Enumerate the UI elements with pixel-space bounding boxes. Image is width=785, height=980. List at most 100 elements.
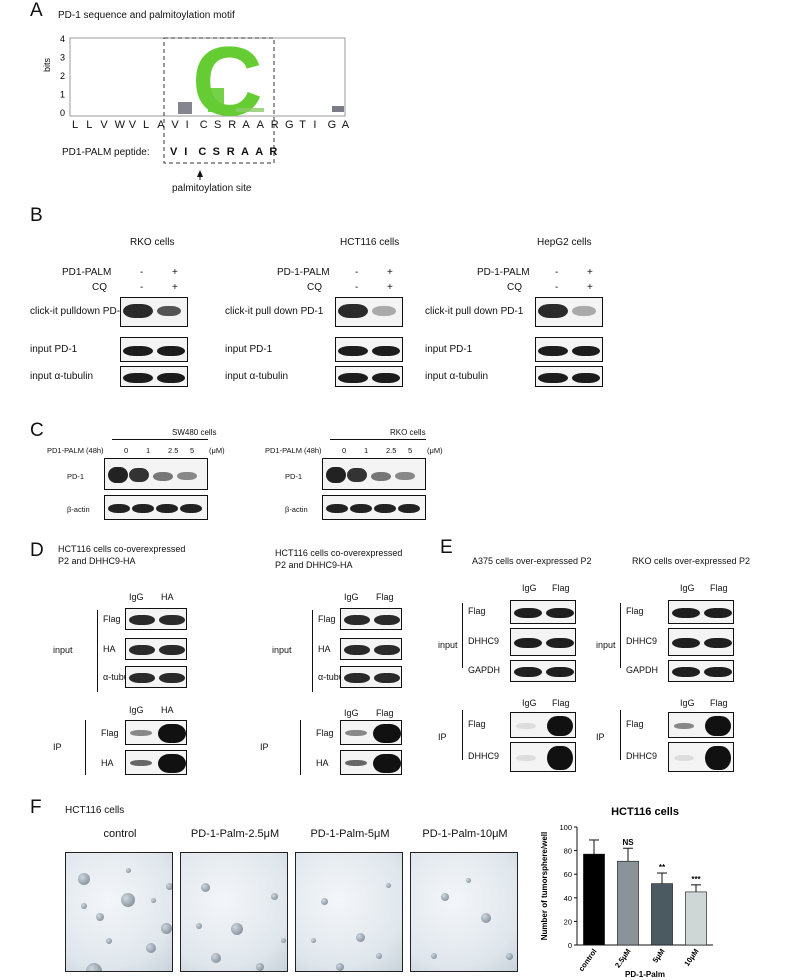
d-input-blot-label: HA (103, 644, 116, 654)
c-dose: 5 (190, 446, 195, 455)
b-blot (120, 366, 188, 387)
tumorsphere (481, 913, 491, 923)
e-input-blot-band (672, 667, 700, 677)
d-ip-blot-band (345, 760, 367, 766)
d-input-blot-band (159, 645, 185, 655)
d-ip-blot (125, 750, 187, 775)
bits-tick: 1 (60, 90, 65, 100)
tumorsphere (106, 938, 112, 944)
c-blot-label: PD-1 (285, 472, 303, 481)
e-ip-blot-label: Flag (468, 719, 486, 729)
tumorsphere (196, 923, 202, 929)
d-title-1: HCT116 cells co-overexpressed (275, 548, 403, 558)
b-sign: + (172, 267, 178, 278)
tumorsphere (376, 953, 382, 959)
b-blot-label: input PD-1 (425, 343, 473, 355)
d-ip-label: IP (260, 742, 269, 752)
d-ip-blot-band (373, 724, 401, 743)
b-group-title: HCT116 cells (340, 237, 400, 248)
bits-tick: 2 (60, 71, 65, 81)
d-ip-bracket (300, 720, 301, 775)
b-blot-label: input α-tubulin (30, 370, 94, 382)
b-blot-band (538, 345, 568, 356)
b-cq-label: CQ (507, 282, 522, 293)
c-blot-actin-band (374, 504, 396, 513)
e-input-blot-label: DHHC9 (626, 636, 658, 646)
b-blot-band (123, 345, 153, 356)
tumorsphere (466, 878, 471, 883)
tumorsphere (161, 923, 172, 934)
residue: V (128, 119, 137, 131)
bar-0 (583, 853, 605, 946)
b-sign: + (172, 282, 178, 293)
d-col-ip: IgG (129, 705, 144, 715)
d-col-ip: HA (161, 705, 174, 715)
d-input-blot-band (159, 673, 185, 683)
e-input-blot-band (672, 608, 700, 618)
d-ip-blot-band (373, 754, 401, 773)
f-image-title: control (103, 828, 137, 840)
peptide-residue: V (170, 146, 178, 158)
c-unit: (μM) (209, 446, 225, 455)
c-title-rule (112, 439, 208, 440)
b-blot-label: click-it pulldown PD-1 (30, 306, 126, 317)
tumorsphere (146, 943, 156, 953)
c-blot-actin-band (350, 504, 372, 513)
e-ip-blot-band (547, 716, 573, 736)
c-blot-pd1-band (129, 468, 149, 482)
c-blot-pd1-band (153, 472, 173, 481)
d-input-bracket (97, 610, 98, 692)
f-image-title: PD-1-Palm-5μM (310, 828, 390, 840)
c-blot-pd1-band (347, 468, 367, 482)
d-ip-blot-label: HA (101, 758, 114, 768)
e-input-blot (510, 628, 576, 656)
c-dose: 0 (124, 446, 129, 455)
b-treatment-label: PD-1-PALM (277, 267, 330, 278)
residue: I (313, 119, 317, 131)
peptide-residue: R (226, 146, 235, 158)
b-sign: - (355, 282, 359, 293)
bits-tick: 0 (60, 108, 65, 118)
residue: G (285, 119, 294, 131)
b-group-title: HepG2 cells (537, 237, 592, 248)
e-input-blot (668, 660, 734, 682)
d-input-blot-band (344, 645, 370, 655)
e-input-blot (510, 660, 576, 682)
e-ip-blot-band (674, 755, 694, 761)
bits-tick: 4 (60, 34, 65, 44)
panel-label-e: E (440, 537, 453, 558)
c-blot-pd1-band (395, 472, 415, 480)
b-sign: - (140, 267, 144, 278)
b-blot-band (572, 345, 600, 356)
b-blot-band (372, 372, 400, 383)
peptide-residue: A (241, 146, 249, 158)
e-ip-blot (668, 712, 734, 738)
d-ip-blot-band (130, 730, 152, 736)
e-ip-bracket (620, 710, 621, 760)
c-blot-pd1-band (177, 472, 197, 480)
e-col: IgG (522, 583, 537, 593)
tumorsphere (271, 893, 278, 900)
c-title-rule (330, 439, 426, 440)
d-col: IgG (129, 592, 144, 602)
c-dose: 0 (342, 446, 347, 455)
d-input-blot (125, 638, 187, 660)
e-input-blot-band (546, 638, 574, 648)
x-tick-label: 10μM (682, 947, 700, 968)
c-blot-label: β-actin (67, 505, 90, 514)
b-blot-band (123, 372, 153, 383)
residue: G (327, 119, 337, 131)
d-input-blot-label: α-tubulin (318, 672, 353, 682)
e-input-blot-band (514, 638, 542, 648)
e-ip-blot-band (516, 755, 536, 761)
d-input-blot-band (344, 673, 370, 683)
b-blot (535, 297, 603, 327)
b-blot (335, 297, 403, 327)
panel-label-b: B (30, 205, 43, 226)
e-ip-blot-band (674, 723, 694, 729)
d-title-2: P2 and DHHC9-HA (58, 556, 136, 566)
c-dose: 5 (408, 446, 413, 455)
peptide-residue: S (212, 146, 220, 158)
e-input-bracket (462, 603, 463, 668)
b-blot-band (372, 306, 396, 316)
